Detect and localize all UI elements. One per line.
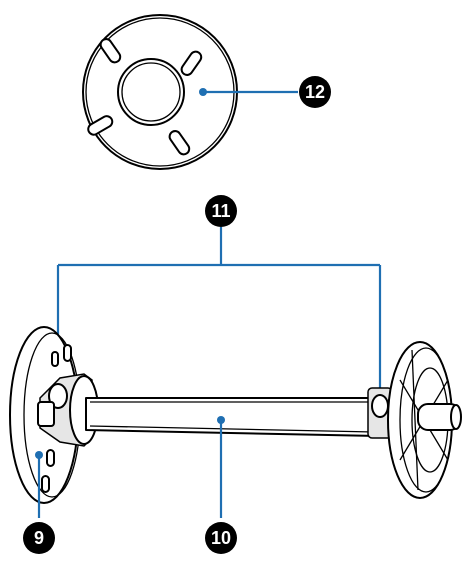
right-flange [387, 341, 462, 499]
leader-roll-core [35, 451, 43, 518]
callout-9: 9 [23, 522, 55, 554]
spindle-shaft [85, 397, 379, 437]
right-holder [367, 387, 393, 439]
callout-12: 12 [299, 76, 331, 108]
callout-9-label: 9 [34, 528, 44, 548]
callout-10: 10 [205, 522, 237, 554]
callout-10-label: 10 [211, 528, 231, 548]
left-holder [37, 373, 99, 447]
leader-spacer [199, 88, 298, 96]
callout-12-label: 12 [305, 82, 325, 102]
spacer-disc [82, 14, 238, 170]
callout-11-label: 11 [211, 201, 230, 221]
leader-spindle [217, 416, 225, 518]
leader-holders [54, 227, 384, 409]
callout-11: 11 [205, 195, 237, 227]
